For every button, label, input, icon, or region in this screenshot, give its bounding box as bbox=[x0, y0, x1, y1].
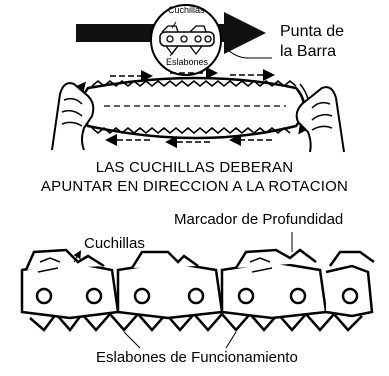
inset-cutters-label: Cuchillas bbox=[168, 5, 205, 15]
bar-tip-label-line1: Punta de bbox=[280, 23, 345, 40]
inset-links-label: Eslabones bbox=[166, 57, 209, 67]
caption-line1: LAS CUCHILLAS DEBERAN bbox=[95, 159, 294, 176]
inset-circle bbox=[150, 4, 222, 76]
cutters-leader bbox=[73, 250, 82, 263]
left-hand-icon bbox=[51, 82, 95, 151]
bar-tip-pointer bbox=[225, 47, 272, 59]
right-hand-icon bbox=[295, 86, 345, 153]
drive-link-leader-2 bbox=[225, 331, 237, 349]
drive-link-leader-1 bbox=[123, 331, 141, 349]
caption-line2: APUNTAR EN DIRECCION A LA ROTACION bbox=[40, 178, 349, 195]
drive-links-label: Eslabones de Funcionamiento bbox=[96, 349, 298, 366]
detail-cutters-label: Cuchillas bbox=[84, 235, 145, 252]
bar-tip-label-line2: la Barra bbox=[280, 43, 337, 60]
depth-gauge-label: Marcador de Profundidad bbox=[174, 211, 344, 228]
guide-bar-with-chain bbox=[73, 67, 311, 148]
chain-detail bbox=[20, 248, 375, 332]
